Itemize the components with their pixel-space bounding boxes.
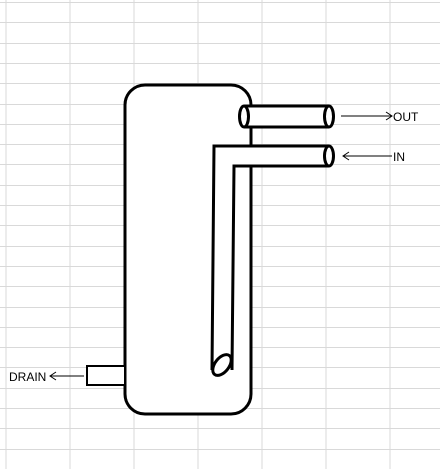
in-arrow (342, 151, 392, 161)
drain-arrow (49, 371, 84, 381)
in-pipe (210, 144, 335, 377)
out-arrow (341, 111, 393, 121)
drain-pipe (86, 365, 126, 386)
in-label: IN (393, 150, 405, 164)
out-label: OUT (393, 110, 419, 124)
out-pipe (238, 104, 335, 129)
drain-label: DRAIN (9, 370, 46, 384)
tank-body (123, 83, 253, 416)
